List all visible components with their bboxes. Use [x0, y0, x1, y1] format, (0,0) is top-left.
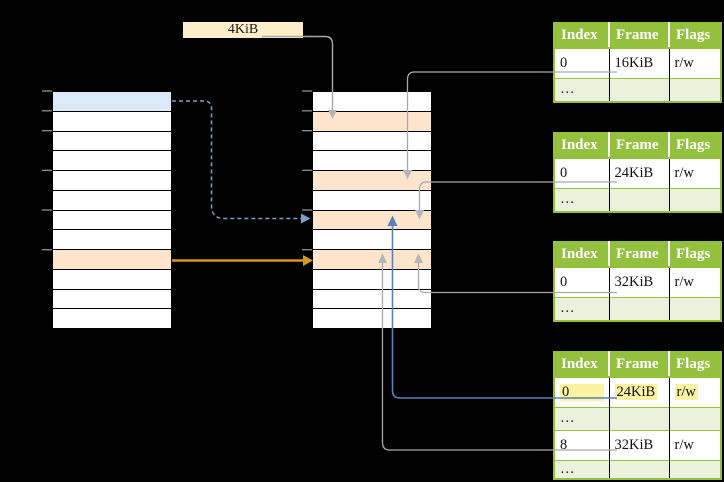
table-row: 0 32KiB r/w	[554, 266, 721, 297]
header-frame: Frame	[609, 133, 670, 159]
cell-index: …	[554, 296, 609, 321]
cell-frame	[608, 406, 669, 430]
header-flags: Flags	[669, 352, 721, 378]
cell-index: …	[554, 459, 609, 479]
table-row: 0 16KiB r/w	[554, 47, 721, 78]
frame-size-label-text: 4KiB	[227, 22, 259, 37]
table-header-row: Index Frame Flags	[554, 23, 721, 49]
memory-cell	[53, 130, 171, 151]
cell-flags: r/w	[668, 429, 721, 460]
memory-cell	[313, 308, 431, 328]
memory-cell	[53, 189, 171, 210]
page-table-32kib: Index Frame Flags 0 32KiB r/w …	[553, 241, 722, 322]
cell-index: 0	[554, 266, 609, 297]
frame-size-label: 4KiB	[183, 22, 303, 38]
table-header-row: Index Frame Flags	[554, 242, 721, 268]
memory-cell	[53, 150, 171, 170]
header-flags: Flags	[669, 133, 721, 159]
table-header-row: Index Frame Flags	[554, 352, 721, 378]
memory-cell	[53, 209, 171, 230]
table-row-ellipsis: …	[554, 459, 721, 479]
cell-flags	[668, 187, 721, 212]
header-frame: Frame	[609, 23, 670, 49]
memory-cell	[313, 110, 431, 131]
table-row-highlighted: 0 24KiB r/w	[554, 376, 721, 407]
cell-frame	[608, 187, 669, 212]
memory-cell	[53, 229, 171, 249]
cell-frame	[608, 459, 669, 479]
arrow-virtual-orange-page-to-frame	[172, 255, 313, 266]
physical-address-ticks	[302, 90, 312, 251]
memory-cell	[53, 92, 171, 111]
memory-cell	[53, 249, 171, 269]
cell-flags: r/w	[668, 157, 721, 188]
header-index: Index	[554, 352, 610, 378]
table-row-ellipsis: …	[554, 187, 721, 212]
cell-index: …	[554, 406, 609, 430]
memory-cell	[313, 170, 431, 190]
memory-cell	[313, 268, 431, 289]
cell-flags	[668, 77, 721, 102]
cell-flags: r/w	[668, 266, 721, 297]
cell-frame: 32KiB	[608, 429, 669, 460]
cell-flags	[668, 296, 721, 321]
header-frame: Frame	[609, 242, 670, 268]
cell-flags: r/w	[668, 376, 721, 407]
memory-cell	[313, 209, 431, 230]
header-flags: Flags	[669, 242, 721, 268]
memory-cell	[313, 150, 431, 170]
table-row-ellipsis: …	[554, 406, 721, 430]
page-table-24kib: Index Frame Flags 0 24KiB r/w …	[553, 132, 722, 213]
page-table-level1: Index Frame Flags 0 24KiB r/w … 8 32KiB …	[553, 351, 722, 480]
virtual-address-ticks	[42, 90, 52, 251]
table-row: 8 32KiB r/w	[554, 429, 721, 460]
page-table-16kib: Index Frame Flags 0 16KiB r/w …	[553, 22, 722, 103]
cell-index: …	[554, 77, 609, 102]
arrow-virtual-blue-page-to-frame	[172, 100, 311, 224]
header-flags: Flags	[669, 23, 721, 49]
arrowhead-right-icon	[301, 213, 311, 224]
header-frame: Frame	[609, 352, 670, 378]
table-row-ellipsis: …	[554, 77, 721, 102]
cell-index: 0	[554, 376, 609, 407]
memory-cell	[53, 308, 171, 328]
cell-index: 0	[554, 157, 609, 188]
memory-cell	[53, 288, 171, 309]
cell-flags	[668, 459, 721, 479]
header-index: Index	[554, 23, 610, 49]
cell-frame	[608, 77, 669, 102]
cell-frame: 32KiB	[608, 266, 669, 297]
cell-frame: 24KiB	[608, 157, 669, 188]
memory-cell	[313, 92, 431, 111]
memory-cell	[53, 110, 171, 131]
virtual-memory-column	[52, 91, 172, 329]
cell-index: 0	[554, 47, 609, 78]
cell-flags	[668, 406, 721, 430]
table-header-row: Index Frame Flags	[554, 133, 721, 159]
memory-cell	[313, 229, 431, 249]
cell-frame	[608, 296, 669, 321]
header-index: Index	[554, 133, 610, 159]
cell-flags: r/w	[668, 47, 721, 78]
memory-cell	[313, 189, 431, 210]
table-row: 0 24KiB r/w	[554, 157, 721, 188]
memory-cell	[313, 288, 431, 309]
memory-cell	[53, 170, 171, 190]
cell-frame: 16KiB	[608, 47, 669, 78]
memory-cell	[313, 130, 431, 151]
cell-index: …	[554, 187, 609, 212]
table-row-ellipsis: …	[554, 296, 721, 321]
cell-index: 8	[554, 429, 609, 460]
memory-cell	[313, 249, 431, 269]
cell-frame: 24KiB	[608, 376, 669, 407]
physical-memory-column	[312, 91, 432, 329]
memory-cell	[53, 268, 171, 289]
header-index: Index	[554, 242, 610, 268]
